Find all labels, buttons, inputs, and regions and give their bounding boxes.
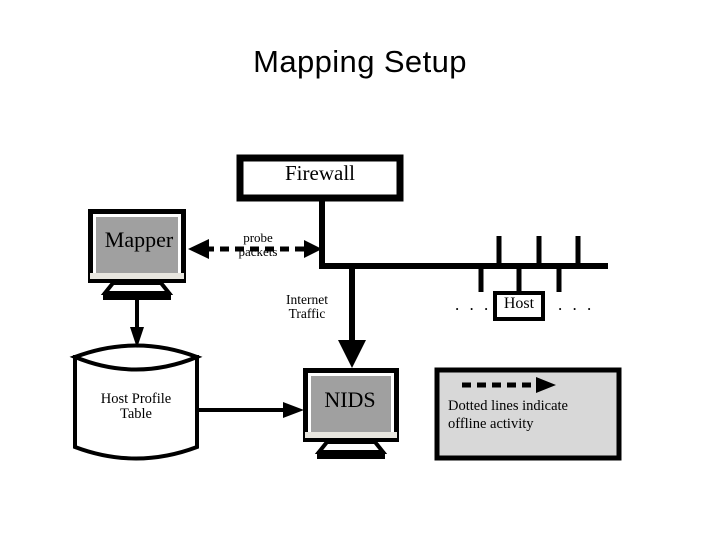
probe-packets-label-line2: packets — [238, 243, 278, 259]
internet-traffic-arrow — [338, 266, 366, 368]
probe-packets-arrow — [188, 239, 322, 259]
mapper-label: Mapper — [104, 227, 174, 252]
firewall-node[interactable] — [236, 154, 404, 202]
network-upper-stubs — [496, 236, 581, 268]
mapper-to-table-arrow — [130, 300, 144, 348]
nids-label: NIDS — [324, 387, 376, 412]
nids-node[interactable] — [303, 368, 399, 459]
host-profile-table-node[interactable] — [69, 343, 203, 461]
table-to-nids-arrow — [197, 402, 304, 418]
host-profile-table-label-line2: Table — [120, 406, 152, 423]
host-node[interactable] — [493, 291, 545, 321]
host-profile-table-label-line1: Host Profile — [100, 391, 172, 407]
internet-traffic-label-line2: Traffic — [288, 306, 326, 322]
legend-box — [434, 367, 622, 461]
network-lower-stubs — [478, 264, 562, 294]
firewall-label: Firewall — [285, 161, 355, 185]
probe-packets-label-line1: probe — [243, 230, 273, 245]
legend-text-line1: Dotted lines indicate — [448, 398, 568, 414]
mapper-node[interactable] — [88, 209, 186, 300]
network-ellipsis-right: . . . — [558, 295, 595, 314]
page-title: Mapping Setup — [253, 44, 467, 79]
legend-dashed-arrow — [462, 377, 556, 393]
host-label: Host — [503, 295, 535, 312]
legend-text-line2: offline activity — [448, 415, 534, 432]
host-profile-table-label: Host Profile Table — [78, 391, 194, 423]
legend-text: Dotted lines indicate offline activity — [448, 398, 620, 433]
network-ellipsis-left: . . . — [455, 295, 492, 314]
internet-traffic-label: Internet Traffic — [268, 292, 346, 322]
probe-packets-label: probe packets — [222, 231, 294, 258]
internet-traffic-label-line1: Internet — [286, 292, 328, 307]
